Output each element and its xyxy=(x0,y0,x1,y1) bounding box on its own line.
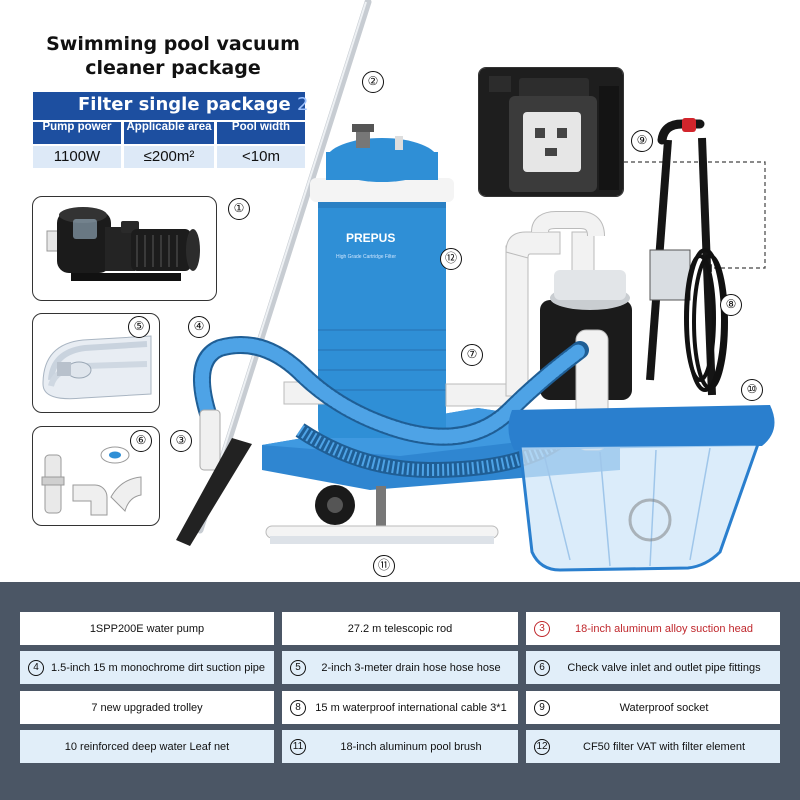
table-cell-r4c3: 12 CF50 filter VAT with filter element xyxy=(526,730,780,763)
package-banner xyxy=(33,92,305,120)
leaf-net-frame xyxy=(508,405,775,450)
item-number-badge: 4 xyxy=(28,659,44,676)
callout-5: ⑤ xyxy=(128,316,150,338)
table-cell-r1c2: 27.2 m telescopic rod xyxy=(282,612,518,645)
table-cell-r3c1: 7 new upgraded trolley xyxy=(20,691,274,724)
spec-value-pool-width: <10m xyxy=(217,146,305,168)
table-cell-r4c2: 11 18-inch aluminum pool brush xyxy=(282,730,518,763)
suction-head xyxy=(176,438,252,546)
table-cell-r3c2: 8 15 m waterproof international cable 3*… xyxy=(282,691,518,724)
filter-brand: PREPUS xyxy=(346,231,395,245)
callout-8: ⑧ xyxy=(720,294,742,316)
equipment-scene: PREPUS High Grade Cartridge Filter xyxy=(176,0,775,572)
pump-panel xyxy=(32,196,217,301)
table-cell-r2c1: 4 1.5-inch 15 m monochrome dirt suction … xyxy=(20,651,274,684)
callout-1: ① xyxy=(228,198,250,220)
title-line-1: Swimming pool vacuum xyxy=(46,33,300,55)
hose-panel xyxy=(32,313,160,413)
item-number-badge: 12 xyxy=(534,738,550,755)
table-cell-r2c3: 6 Check valve inlet and outlet pipe fitt… xyxy=(526,651,780,684)
callout-10: ⑩ xyxy=(741,379,763,401)
item-number-badge: 11 xyxy=(290,738,306,755)
callout-7: ⑦ xyxy=(461,344,483,366)
telescopic-rod xyxy=(196,0,372,534)
socket-panel xyxy=(478,67,624,197)
banner-number: 2 xyxy=(297,94,309,115)
table-cell-r4c1: 10 reinforced deep water Leaf net xyxy=(20,730,274,763)
table-cell-r2c2: 5 2-inch 3-meter drain hose hose hose xyxy=(282,651,518,684)
drain-hose-image xyxy=(42,335,152,400)
water-pump-image xyxy=(46,207,200,281)
callout-12: ⑫ xyxy=(440,248,462,270)
page-title: Swimming pool vacuum cleaner package xyxy=(28,32,318,80)
filter-subtitle: High Grade Cartridge Filter xyxy=(336,254,396,260)
callout-4: ④ xyxy=(188,316,210,338)
callout-3: ③ xyxy=(170,430,192,452)
banner-text: Filter single package xyxy=(78,94,291,115)
item-number-badge: 6 xyxy=(534,659,550,676)
table-cell-r1c1: 1SPP200E water pump xyxy=(20,612,274,645)
item-number-badge: 8 xyxy=(290,699,306,716)
callout-11: ⑪ xyxy=(373,555,395,577)
table-cell-r1c3: 3 18-inch aluminum alloy suction head xyxy=(526,612,780,645)
spec-header-area: Applicable area xyxy=(124,122,214,144)
spec-value-area: ≤200m² xyxy=(124,146,214,168)
spec-value-pump-power: 1100W xyxy=(33,146,121,168)
filter-tank xyxy=(318,198,446,438)
spec-header-pool-width: Pool width xyxy=(217,122,305,144)
callout-2: ② xyxy=(362,71,384,93)
spec-header-pump-power: Pump power xyxy=(33,122,121,144)
waterproof-socket-image xyxy=(479,68,623,196)
leaf-net-mesh xyxy=(518,442,761,572)
pipe-fittings-image xyxy=(41,446,142,516)
title-line-2: cleaner package xyxy=(85,57,261,79)
banner-label: Filter single package 2 xyxy=(78,94,308,115)
item-number-badge: 3 xyxy=(534,620,550,637)
table-cell-r3c3: 9 Waterproof socket xyxy=(526,691,780,724)
callout-9: ⑨ xyxy=(631,130,653,152)
callout-6: ⑥ xyxy=(130,430,152,452)
item-number-badge: 5 xyxy=(290,659,306,676)
item-number-badge: 9 xyxy=(534,699,550,716)
